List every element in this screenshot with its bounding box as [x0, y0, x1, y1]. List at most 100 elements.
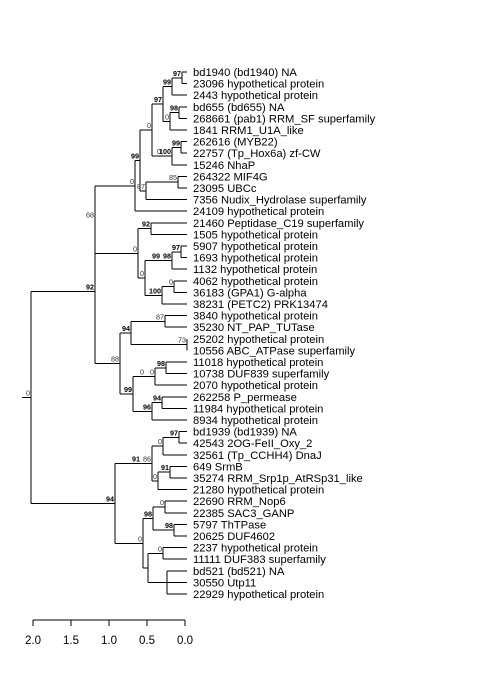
tree-branches [22, 71, 188, 595]
support-value: 97 [173, 69, 181, 78]
support-value: 98 [157, 359, 165, 368]
leaf-label: 8934 hypothetical protein [193, 415, 318, 427]
leaf-label: 23095 UBCc [193, 183, 257, 195]
leaf-label: 22757 (Tp_Hox6a) zf-CW [193, 148, 321, 160]
support-value: 0 [165, 112, 169, 121]
scale-bar-label: 0.5 [139, 635, 155, 647]
leaf-label: 42543 2OG-FeII_Oxy_2 [193, 438, 312, 450]
leaf-label: 1693 hypothetical protein [193, 253, 318, 265]
leaf-label: bd521 (bd521) NA [193, 566, 285, 578]
support-value: 68 [86, 211, 94, 220]
support-value: 0 [153, 472, 157, 481]
leaf-label: bd1940 (bd1940) NA [193, 67, 297, 79]
support-value: 99 [163, 78, 171, 87]
support-value: 0 [140, 368, 144, 377]
support-value: 91 [161, 463, 169, 472]
support-value: 99 [152, 252, 160, 261]
scale-bar-label: 0.0 [177, 635, 193, 647]
support-value: 98 [170, 104, 178, 113]
leaf-label: 11018 hypothetical protein [193, 357, 323, 369]
leaf-label: 35230 NT_PAP_TUTase [193, 322, 315, 334]
support-value: 98 [165, 521, 173, 530]
leaf-label: 10556 ABC_ATPase superfamily [193, 345, 356, 357]
leaf-label: 5907 hypothetical protein [193, 241, 318, 253]
leaf-label: 15246 NhaP [193, 160, 255, 172]
support-value: 0 [160, 498, 164, 507]
leaf-label: 23096 hypothetical protein [193, 79, 324, 91]
leaf-label: 1841 RRM1_U1A_like [193, 125, 304, 137]
support-value: 85 [169, 173, 177, 182]
support-value: 0 [130, 177, 134, 186]
leaf-label: 268661 (pab1) RRM_SF superfamily [193, 113, 376, 125]
scale-bar-label: 1.0 [101, 635, 117, 647]
support-value: 0 [157, 147, 161, 156]
leaf-label: 7356 Nudix_Hydrolase superfamily [193, 195, 367, 207]
leaf-label: 11111 DUF383 superfamily [193, 554, 326, 566]
scale-bar-label: 2.0 [25, 635, 41, 647]
support-value: 94 [153, 394, 161, 403]
support-value: 96 [143, 402, 151, 411]
support-value: 0 [140, 269, 144, 278]
support-value: 87 [137, 182, 145, 191]
support-value: 87 [156, 312, 164, 321]
leaf-label: 30550 Utp11 [193, 577, 256, 589]
leaf-label: 22385 SAC3_GANP [193, 508, 294, 520]
leaf-label: 3840 hypothetical protein [193, 311, 318, 323]
support-value: 0 [133, 244, 137, 253]
support-value: 0 [26, 388, 30, 397]
leaf-label: bd1939 (bd1939) NA [193, 427, 297, 439]
support-value: 0 [158, 437, 162, 446]
support-value: 91 [132, 455, 140, 464]
leaf-label: 24109 hypothetical protein [193, 206, 324, 218]
support-value: 97 [172, 243, 180, 252]
support-value: 0 [150, 368, 154, 377]
leaf-label: 4062 hypothetical protein [193, 276, 318, 288]
support-value: 99 [172, 138, 180, 147]
leaf-label: 38231 (PETC2) PRK13474 [193, 299, 328, 311]
leaf-label: 21280 hypothetical protein [193, 485, 324, 497]
leaf-label: 5797 ThTPase [193, 519, 266, 531]
support-value: 97 [154, 95, 162, 104]
leaf-label: 36183 (GPA1) G-alpha [193, 287, 307, 299]
leaf-label: 262616 (MYB22) [193, 137, 278, 149]
leaf-label: 32561 (Tp_CCHH4) DnaJ [193, 450, 322, 462]
support-value: 98 [163, 252, 171, 261]
leaf-label: 10738 DUF839 superfamily [193, 369, 330, 381]
leaf-label: 20625 DUF4602 [193, 531, 275, 543]
leaf-label: 1505 hypothetical protein [193, 229, 318, 241]
leaf-label: 22929 hypothetical protein [193, 589, 324, 601]
support-value: 94 [106, 494, 114, 503]
leaf-label: 1132 hypothetical protein [193, 264, 317, 276]
support-value: 86 [143, 455, 151, 464]
support-value: 99 [124, 385, 132, 394]
leaf-label: 25202 hypothetical protein [193, 334, 324, 346]
support-value: 0 [147, 121, 151, 130]
leaf-label: 11984 hypothetical protein [193, 403, 323, 415]
support-value: 73 [178, 336, 186, 345]
support-value: 100 [159, 147, 171, 156]
leaf-label: 649 SrmB [193, 461, 243, 473]
support-value: 88 [111, 354, 119, 363]
support-value: 0 [169, 278, 173, 287]
support-value: 99 [131, 151, 139, 160]
leaf-label: 22690 RRM_Nop6 [193, 496, 286, 508]
leaf-label: 262258 P_permease [193, 392, 297, 404]
leaf-label: 2443 hypothetical protein [193, 90, 318, 102]
leaf-label: 264322 MIF4G [193, 171, 268, 183]
leaf-label: 2237 hypothetical protein [193, 543, 318, 555]
support-value: 100 [149, 286, 161, 295]
leaf-label: 21460 Peptidase_C19 superfamily [193, 218, 364, 230]
support-value: 0 [158, 544, 162, 553]
support-value: 98 [144, 510, 152, 519]
scale-bar-label: 1.5 [63, 635, 79, 647]
support-value: 97 [170, 428, 178, 437]
leaf-label: 35274 RRM_Srp1p_AtRSp31_like [193, 473, 363, 485]
leaf-label: 2070 hypothetical protein [193, 380, 318, 392]
support-value: 92 [86, 282, 94, 291]
leaf-label: bd655 (bd655) NA [193, 102, 285, 114]
support-value: 94 [122, 324, 130, 333]
scale-bar: 2.0 1.5 1.0 0.5 0.0 [25, 619, 193, 647]
